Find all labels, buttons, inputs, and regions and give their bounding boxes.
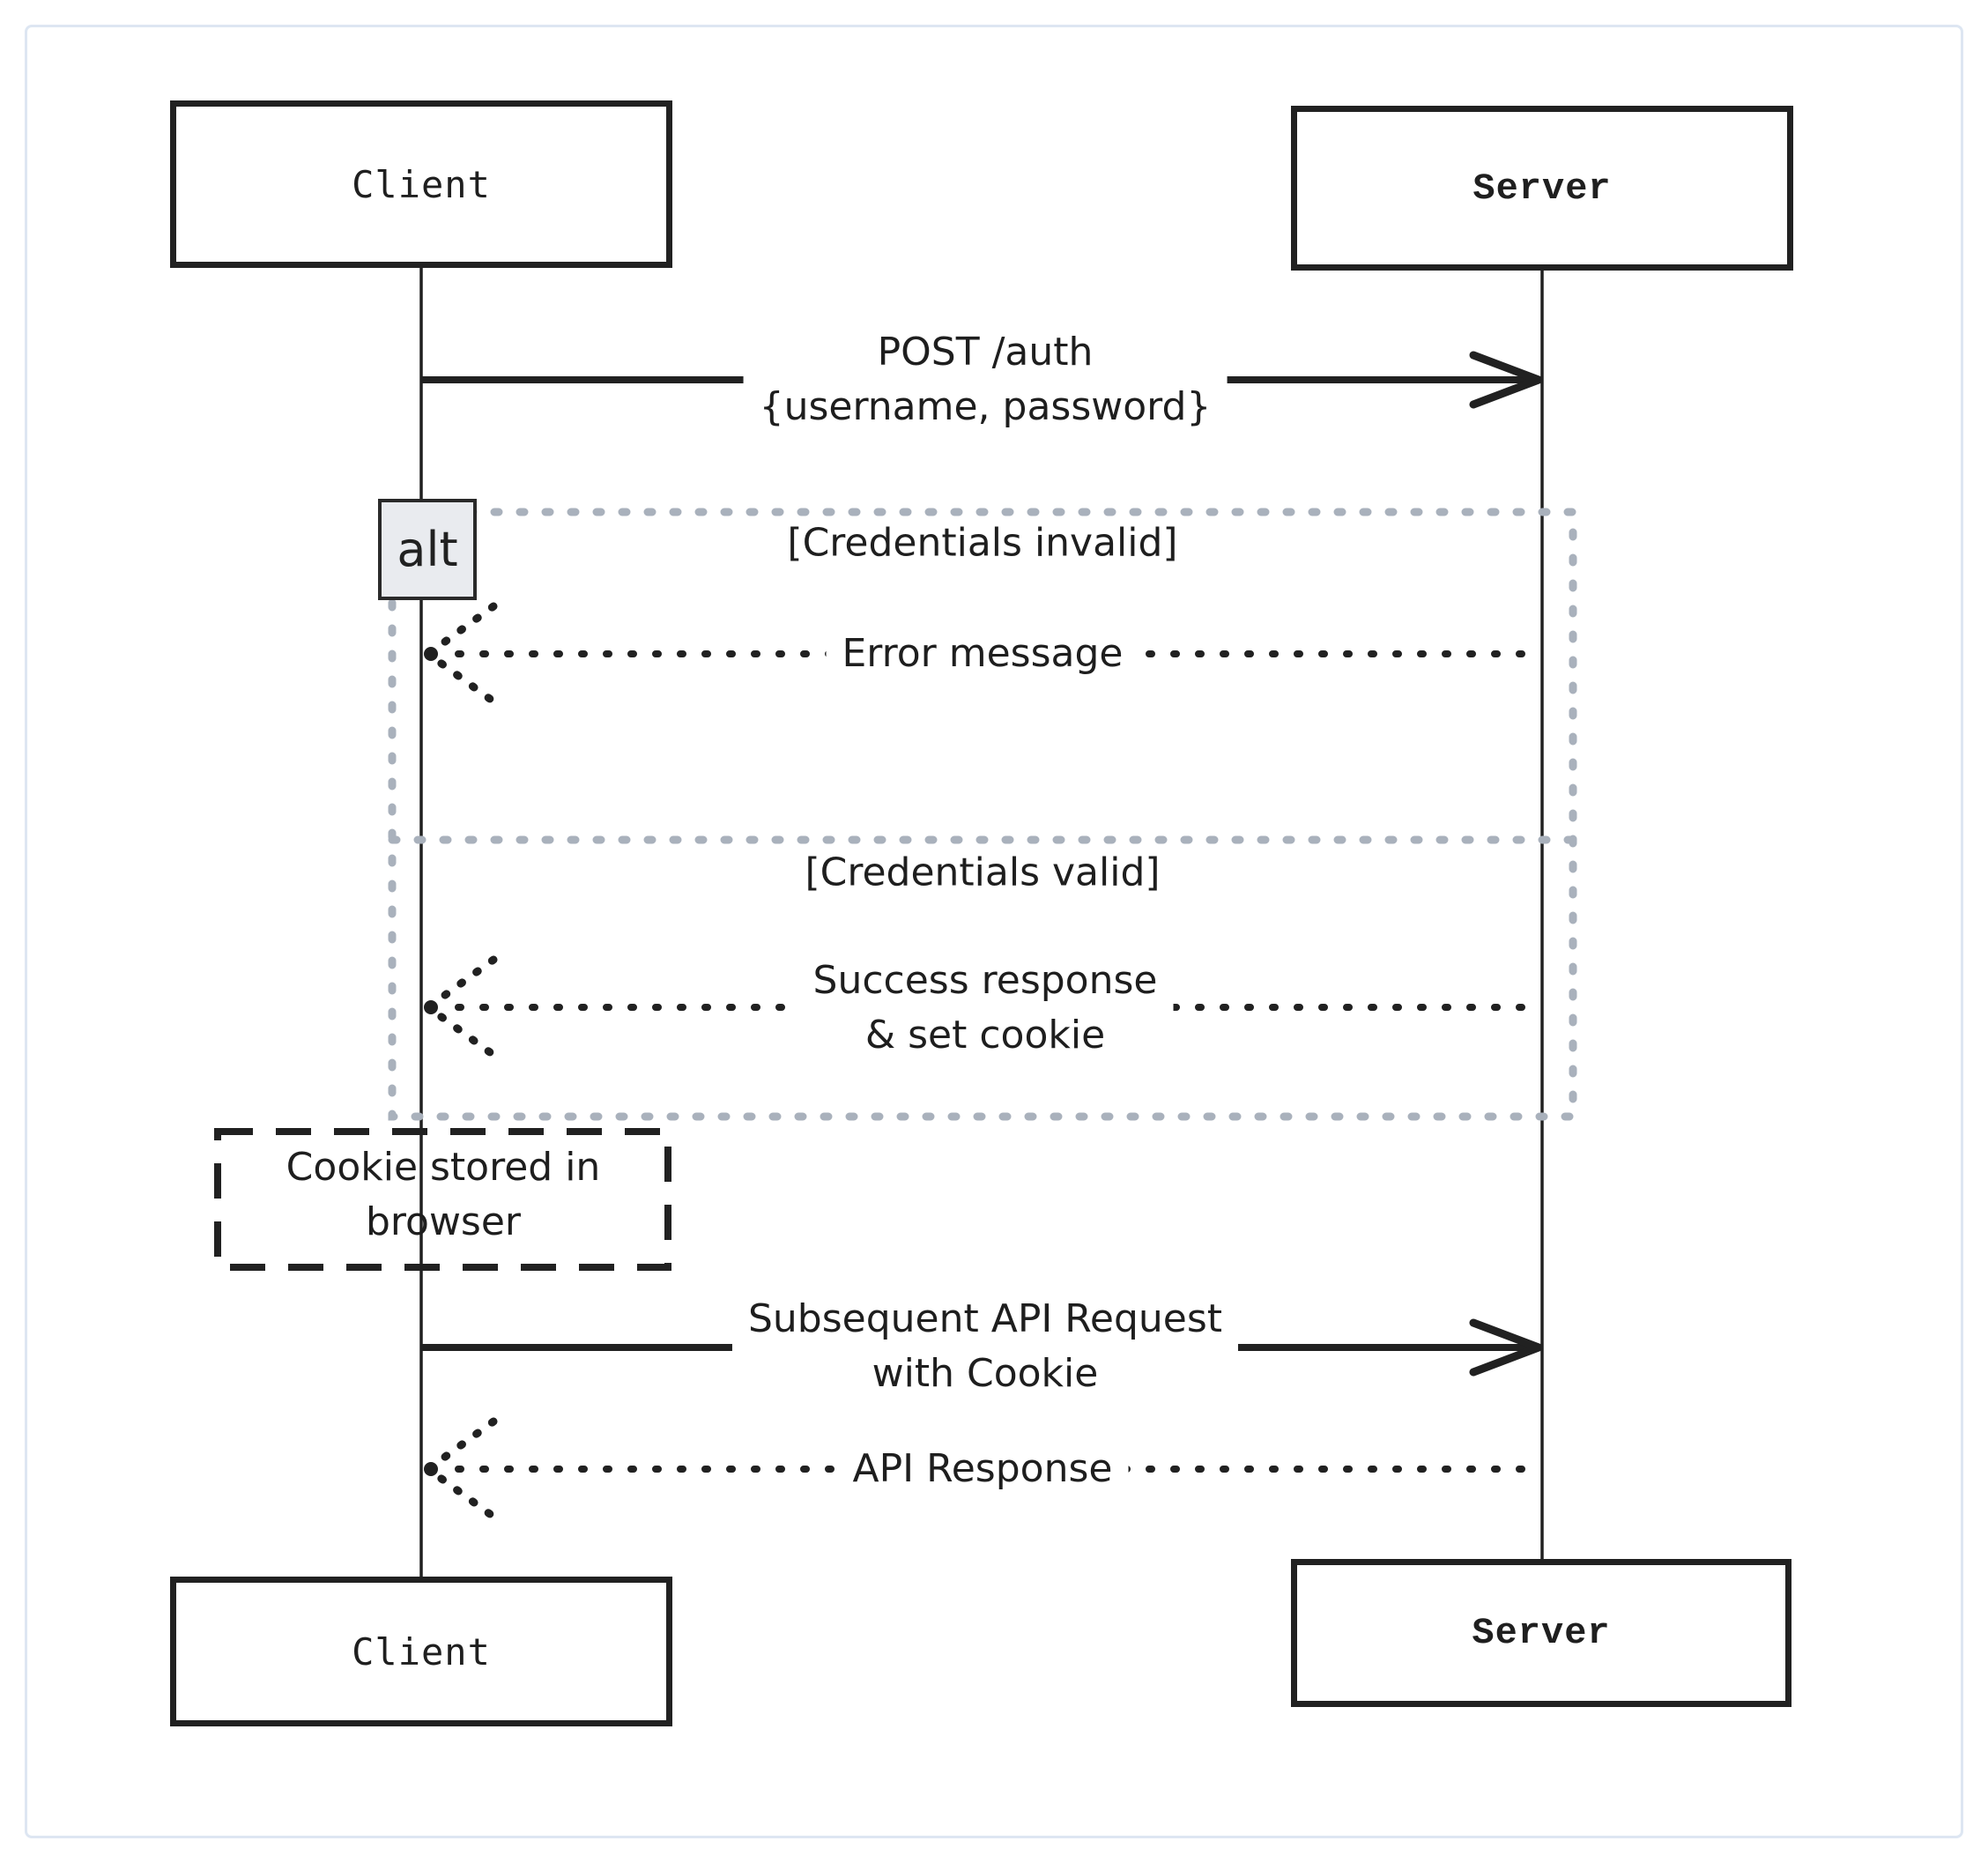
- actor-server-bottom-label: Server: [1472, 1612, 1611, 1654]
- actor-server-top: Server: [1291, 106, 1793, 271]
- post-auth-label-line2: {username, password}: [759, 384, 1212, 429]
- note-cookie-stored: Cookie stored in browser: [286, 1140, 601, 1250]
- guard-credentials-valid: [Credentials valid]: [805, 850, 1161, 895]
- success-arrowhead-tip: [424, 1000, 438, 1014]
- actor-client-bottom-label: Client: [352, 1629, 491, 1674]
- note-line2: browser: [365, 1199, 522, 1244]
- success-label-line1: Success response: [812, 958, 1158, 1003]
- subsequent-arrowhead: [1469, 1318, 1543, 1377]
- success-message-label: Success response & set cookie: [797, 952, 1174, 1065]
- alt-operator-label: alt: [397, 522, 458, 577]
- actor-client-top: Client: [170, 100, 672, 268]
- actor-client-top-label: Client: [352, 162, 491, 206]
- actor-client-bottom: Client: [170, 1577, 672, 1726]
- actor-server-top-label: Server: [1472, 167, 1612, 210]
- subsequent-label-line1: Subsequent API Request: [747, 1296, 1223, 1341]
- alt-fragment-border: [388, 508, 1577, 1121]
- post-auth-arrowhead: [1469, 351, 1543, 409]
- actor-server-bottom: Server: [1291, 1559, 1791, 1707]
- api-response-arrowhead-tip: [424, 1462, 438, 1476]
- error-message-label: Error message: [826, 625, 1139, 683]
- error-arrowhead-tip: [424, 647, 438, 661]
- note-line1: Cookie stored in: [286, 1145, 601, 1190]
- success-label-line2: & set cookie: [864, 1013, 1106, 1058]
- subsequent-label-line2: with Cookie: [872, 1351, 1099, 1396]
- alt-operator-badge: alt: [378, 499, 477, 600]
- post-auth-label-line1: POST /auth: [877, 330, 1094, 375]
- subsequent-request-label: Subsequent API Request with Cookie: [731, 1290, 1239, 1403]
- guard-credentials-invalid: [Credentials invalid]: [787, 520, 1178, 566]
- post-auth-message-label: POST /auth {username, password}: [743, 323, 1228, 436]
- api-response-label: API Response: [836, 1440, 1129, 1498]
